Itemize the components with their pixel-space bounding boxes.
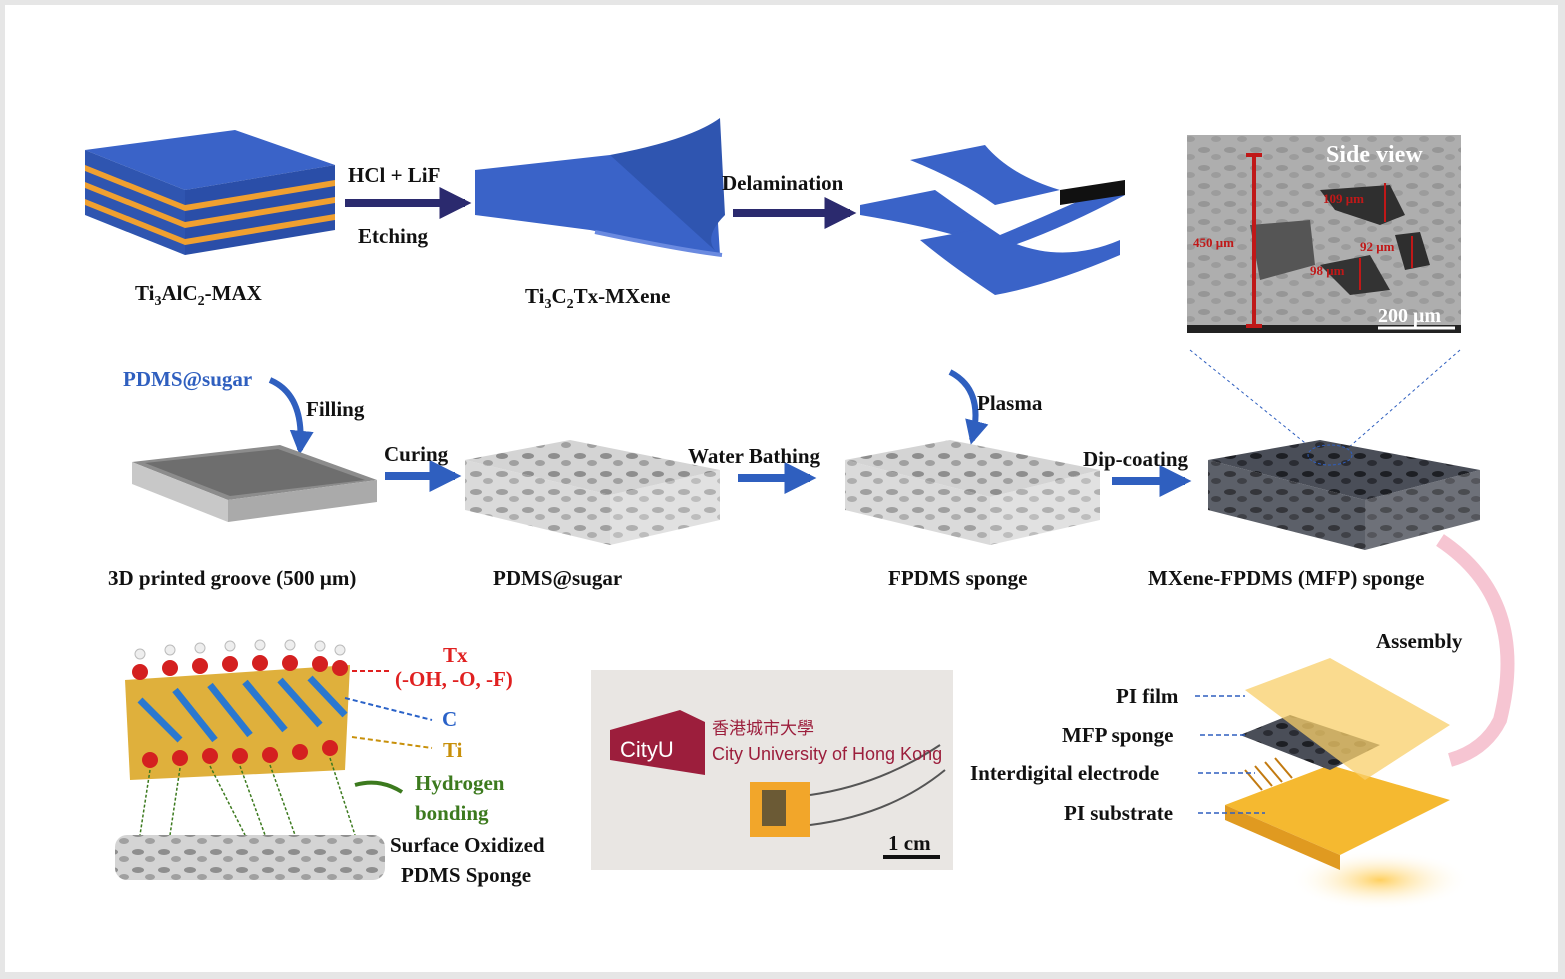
- delamination-label: Delamination: [722, 171, 844, 195]
- hydrogen-bond-arrow: [354, 780, 404, 794]
- cityu-logo: [610, 710, 705, 775]
- zoom-guide-right: [1339, 349, 1461, 456]
- max-label: Ti3AlC2-MAX: [135, 281, 262, 309]
- tx-label: Tx: [443, 643, 468, 667]
- tx-groups-label: (-OH, -O, -F): [395, 667, 513, 691]
- mxene-sheet: [475, 118, 725, 257]
- hydrogen-label-2: bonding: [415, 801, 489, 825]
- filling-label: Filling: [306, 397, 365, 421]
- pdms-sugar-label: PDMS@sugar: [493, 566, 622, 590]
- sem-pore-1: 109 μm: [1323, 191, 1364, 206]
- c-label: C: [442, 707, 457, 731]
- sem-side-view-image: [1187, 135, 1461, 333]
- pi-film-label: PI film: [1116, 684, 1179, 708]
- ti-leader-line: [351, 736, 433, 749]
- water-bathing-label: Water Bathing: [688, 444, 821, 468]
- max-stack: [85, 130, 335, 255]
- university-chinese-name: 香港城市大學: [712, 719, 814, 739]
- zoom-guide-left: [1189, 349, 1321, 456]
- surface-label-2: PDMS Sponge: [401, 863, 531, 887]
- sem-thickness-label: 450 μm: [1193, 235, 1234, 250]
- sem-pore-2: 92 μm: [1360, 239, 1395, 254]
- assembly-leader-lines: [1195, 695, 1265, 814]
- sensor-exploded-view: [1225, 658, 1450, 870]
- pi-substrate-label: PI substrate: [1064, 801, 1173, 825]
- c-leader-line: [344, 697, 433, 721]
- pdms-sugar-block: [465, 440, 720, 545]
- sem-pore-3: 98 μm: [1310, 263, 1345, 278]
- ti-label: Ti: [443, 738, 463, 762]
- sem-scale-bar: 200 μm: [1378, 305, 1441, 327]
- curing-label: Curing: [384, 442, 449, 466]
- university-name: City University of Hong Kong: [712, 744, 942, 764]
- etching-label: Etching: [358, 224, 429, 248]
- device-photo: [591, 670, 953, 870]
- printed-groove: [132, 445, 377, 522]
- dip-coating-label: Dip-coating: [1083, 447, 1189, 471]
- delaminated-flakes: [860, 145, 1125, 295]
- mxene-molecular-structure: [115, 639, 385, 880]
- etch-reagent-label: HCl + LiF: [348, 163, 440, 187]
- cityu-logo-text: CityU: [620, 737, 674, 762]
- mxene-label: Ti3C2Tx-MXene: [525, 284, 670, 312]
- assembly-label: Assembly: [1376, 629, 1463, 653]
- mfp-sponge-label: MFP sponge: [1062, 723, 1173, 747]
- groove-label: 3D printed groove (500 μm): [108, 566, 356, 590]
- photo-scale-bar: 1 cm: [888, 831, 931, 855]
- electrode-label: Interdigital electrode: [970, 761, 1159, 785]
- assembly-arrow: [1436, 534, 1515, 767]
- hydrogen-label-1: Hydrogen: [415, 771, 505, 795]
- plasma-label: Plasma: [977, 391, 1043, 415]
- surface-label-1: Surface Oxidized: [390, 833, 545, 857]
- sem-title: Side view: [1326, 142, 1423, 168]
- plasma-arrow: [948, 369, 989, 445]
- filling-arrow: [268, 377, 314, 455]
- fpdms-label: FPDMS sponge: [888, 566, 1027, 590]
- mfp-label: MXene-FPDMS (MFP) sponge: [1148, 566, 1424, 590]
- fpdms-sponge: [845, 440, 1100, 545]
- mfp-sponge: [1208, 440, 1480, 550]
- pdms-sugar-input-label: PDMS@sugar: [123, 367, 252, 391]
